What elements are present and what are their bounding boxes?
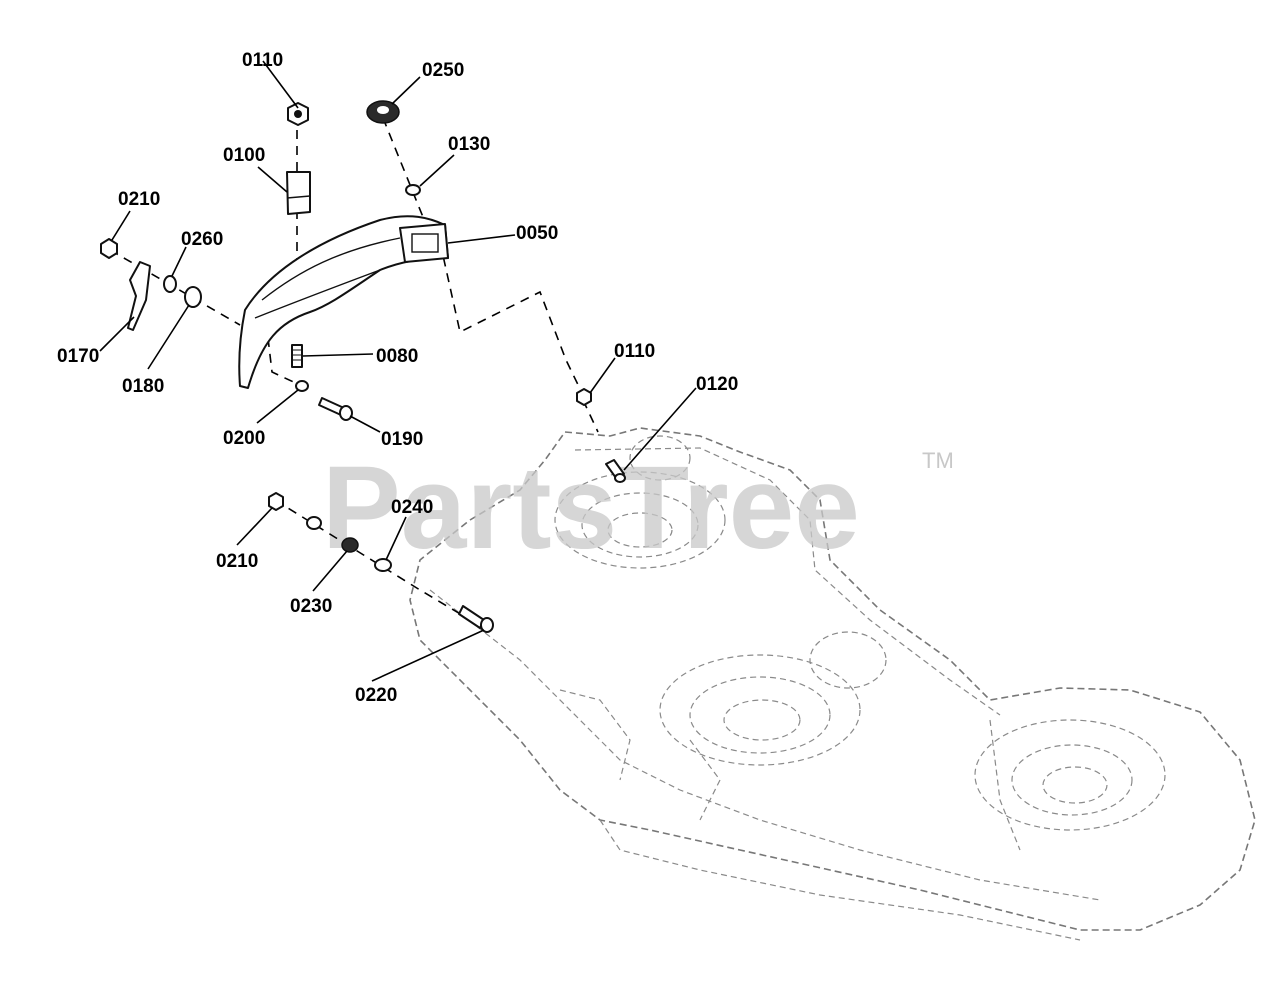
partstree-watermark: PartsTree [322, 442, 860, 574]
label-0220: 0220 [355, 685, 397, 706]
part-0210-washer-bottom [306, 516, 322, 530]
label-0080: 0080 [376, 346, 418, 367]
part-0100-bumper [286, 171, 311, 215]
part-0200-washer [295, 380, 309, 392]
mower-deck [409, 427, 1256, 941]
assembly-guide-lines [109, 117, 599, 616]
part-0110-nut-top [287, 102, 309, 126]
label-0110-top: 0110 [242, 50, 283, 71]
label-0180: 0180 [122, 376, 164, 397]
label-0210-top: 0210 [118, 189, 160, 210]
part-0180-washer [184, 286, 202, 308]
label-0050: 0050 [516, 223, 558, 244]
label-0210-bottom: 0210 [216, 551, 258, 572]
part-0250-knob [366, 100, 400, 124]
label-0260: 0260 [181, 229, 223, 250]
label-0200: 0200 [223, 428, 265, 449]
label-0250: 0250 [422, 60, 464, 81]
part-0210-nut-top [100, 238, 118, 259]
part-0260-lock-washer [163, 275, 177, 293]
part-0170-bracket [127, 261, 151, 331]
callout-leader-lines [99, 60, 697, 682]
part-0130-washer [405, 184, 421, 196]
part-0110-nut-mid [576, 388, 592, 406]
part-0220-bolt [458, 605, 494, 633]
part-0240-washer [374, 558, 392, 572]
part-0230-spacer [341, 537, 359, 553]
part-0120-screw [605, 459, 626, 483]
part-0210-nut-bottom [268, 492, 284, 511]
part-0080-bolt [291, 344, 303, 368]
label-0100: 0100 [223, 145, 265, 166]
label-0170: 0170 [57, 346, 99, 367]
label-0130: 0130 [448, 134, 490, 155]
label-0120: 0120 [696, 374, 738, 395]
label-0240: 0240 [391, 497, 433, 518]
trademark-mark: TM [922, 448, 954, 473]
label-0190: 0190 [381, 429, 423, 450]
part-0050-discharge-chute [238, 215, 449, 389]
callout-labels: 0110 0250 0100 0130 0210 0260 0050 0170 … [57, 50, 738, 706]
label-0230: 0230 [290, 596, 332, 617]
label-0110-mid: 0110 [614, 341, 655, 362]
part-0190-bolt [318, 397, 353, 421]
